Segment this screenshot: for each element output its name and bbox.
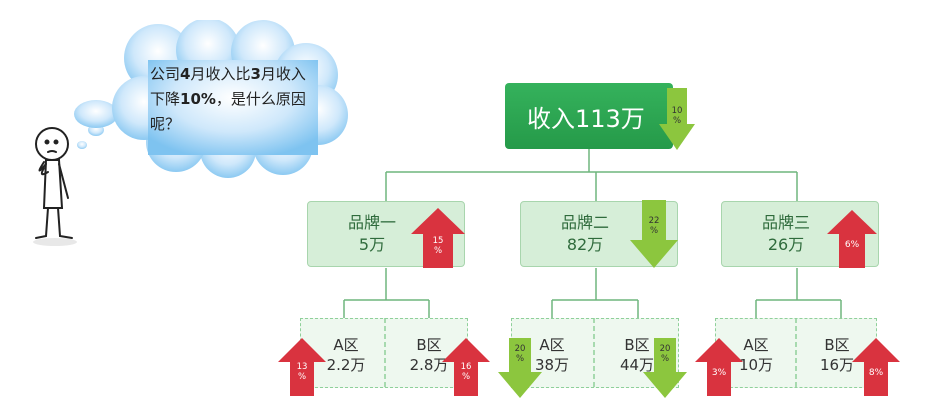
region-divider (795, 318, 797, 388)
brand-2-change-num: 22 (648, 216, 660, 226)
region-3b: B区 16万 (797, 335, 877, 375)
region-1a-change-num: 13 (296, 362, 308, 372)
root-change-num: 10 (671, 106, 683, 116)
region-value: 38万 (534, 356, 570, 374)
brand-1-change-num: 15 (432, 236, 444, 246)
region-1b-change-pct: % (461, 372, 471, 382)
region-name: A区 (539, 336, 565, 354)
region-name: B区 (624, 336, 650, 354)
region-2b: B区 44万 (597, 335, 677, 375)
brand-3-up-arrow-icon: 6% (827, 210, 877, 268)
thinking-person-icon (33, 127, 77, 246)
brand-value: 5万 (358, 235, 386, 254)
thought-cloud (74, 20, 348, 178)
region-2a-down-arrow-icon: 20 % (498, 338, 542, 398)
region-group-1 (300, 318, 468, 388)
region-1a-up-arrow-icon: 13 % (278, 338, 326, 396)
brand-1-change-pct: % (433, 246, 443, 256)
region-3b-up-arrow-icon: 8% (852, 338, 900, 396)
region-1a-change-pct: % (297, 372, 307, 382)
root-label: 收入113万 (527, 104, 645, 133)
question-text: 公司4月收入比3月收入 下降10%，是什么原因 呢？ (150, 65, 306, 133)
brand-value: 82万 (566, 235, 604, 254)
region-2a-change-pct: % (515, 354, 525, 364)
region-value: 44万 (619, 356, 655, 374)
region-2b-change-num: 20 (659, 344, 671, 354)
region-name: B区 (416, 336, 442, 354)
region-2b-change-pct: % (660, 354, 670, 364)
region-name: B区 (824, 336, 850, 354)
region-1b-up-arrow-icon: 16 % (442, 338, 490, 396)
region-3a: A区 10万 (716, 335, 796, 375)
brand-value: 26万 (767, 235, 805, 254)
brand-name: 品牌二 (560, 213, 609, 232)
brand-3-change: 6% (844, 240, 860, 250)
region-2b-down-arrow-icon: 20 % (643, 338, 687, 398)
region-3a-change: 3% (711, 368, 727, 378)
region-divider (593, 318, 595, 388)
region-1a: A区 2.2万 (306, 335, 386, 375)
brand-2-change-pct: % (649, 226, 659, 236)
region-value: 16万 (819, 356, 855, 374)
region-2a: A区 38万 (512, 335, 592, 375)
region-group-2 (511, 318, 679, 388)
region-2a-change-num: 20 (514, 344, 526, 354)
root-node: 收入113万 (505, 83, 673, 149)
region-3b-change: 8% (868, 368, 884, 378)
region-name: A区 (333, 336, 359, 354)
brand-name: 品牌一 (347, 213, 396, 232)
region-value: 2.2万 (326, 356, 366, 374)
root-change-pct: % (672, 116, 682, 126)
region-1b-change-num: 16 (460, 362, 472, 372)
region-1b: B区 2.8万 (389, 335, 469, 375)
region-value: 2.8万 (409, 356, 449, 374)
brand-2-down-arrow-icon: 22 % (630, 200, 678, 268)
brand-name: 品牌三 (761, 213, 810, 232)
region-name: A区 (743, 336, 769, 354)
region-divider (384, 318, 386, 388)
region-3a-up-arrow-icon: 3% (695, 338, 743, 396)
root-down-arrow-icon: 10 % (659, 88, 695, 150)
brand-1-up-arrow-icon: 15 % (411, 208, 465, 268)
region-value: 10万 (738, 356, 774, 374)
